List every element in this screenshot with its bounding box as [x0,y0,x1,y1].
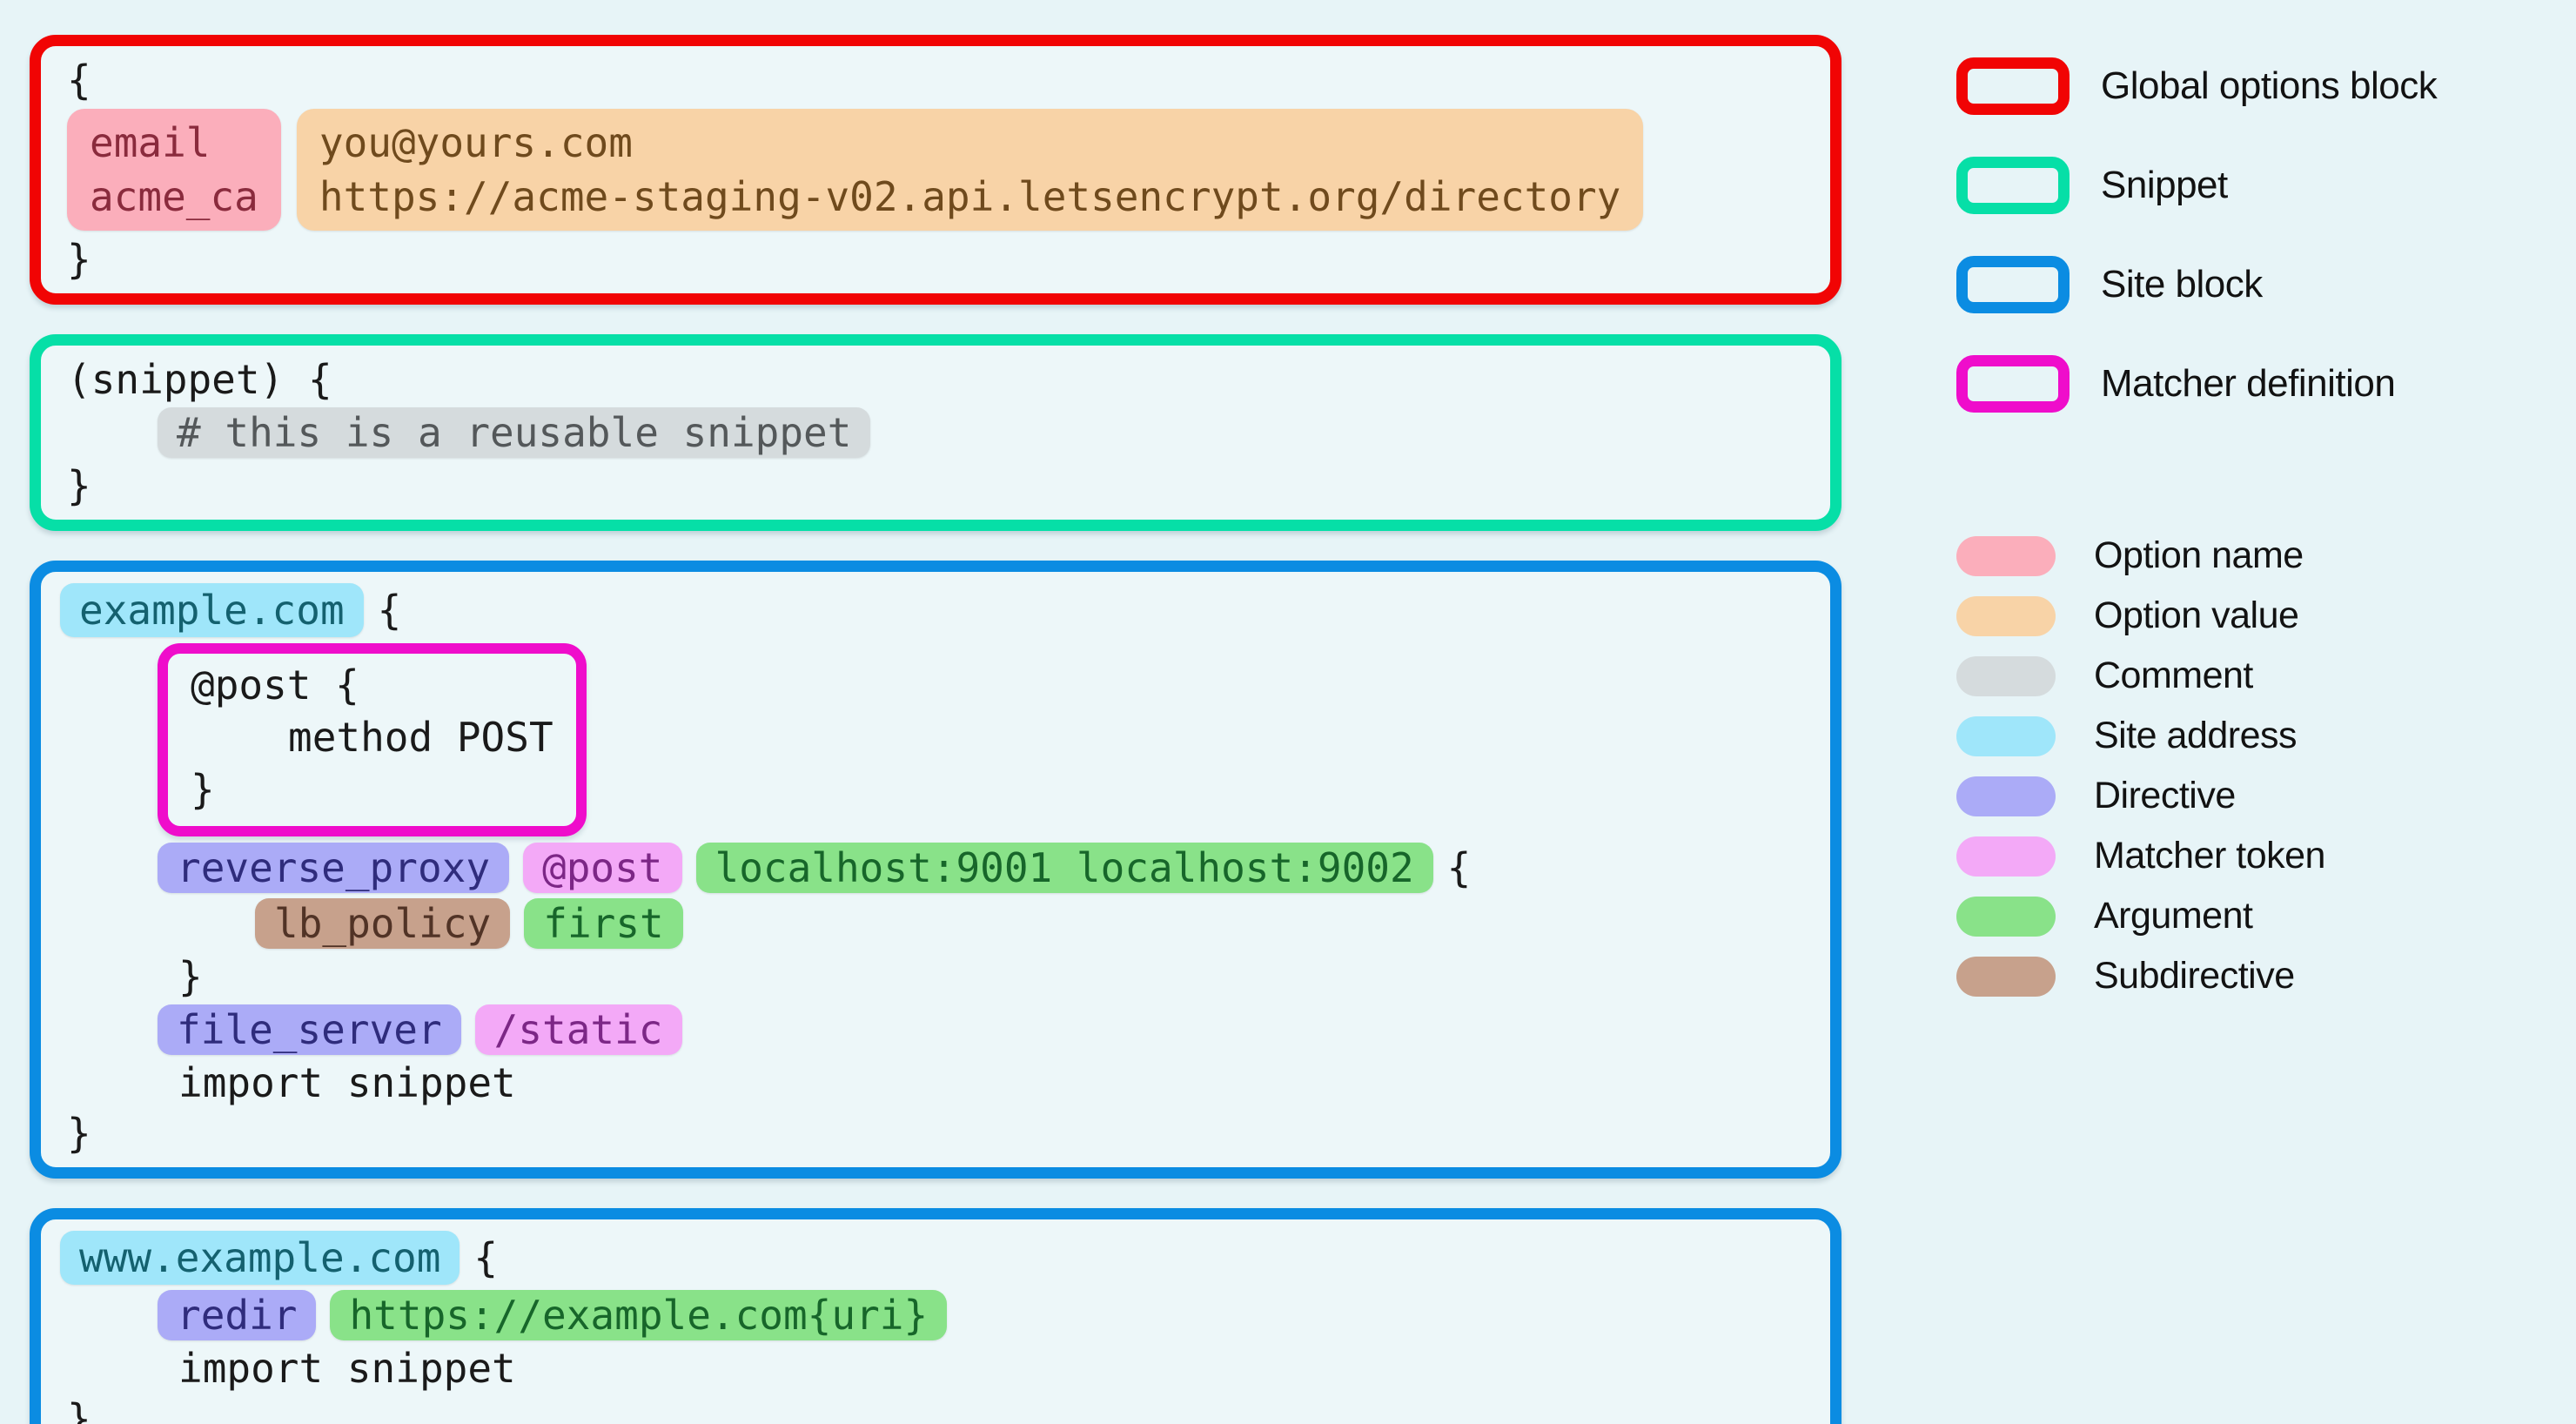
site1-address-row: example.com { [60,581,1804,640]
legend-label: Global options block [2101,64,2438,107]
global-open-brace: { [67,57,91,104]
comment-token: # this is a reusable snippet [158,407,871,458]
argument-token-first: first [524,898,683,949]
site1-close-brace: } [67,1110,91,1157]
legend-item-site-block: Site block [1956,256,2437,313]
redir-row: redir https://example.com{uri} [158,1287,1804,1343]
option-name-acme-ca: acme_ca [90,173,258,220]
legend-label: Option name [2094,534,2304,576]
matcher-close-brace: } [191,766,215,813]
legend: Global options block Snippet Site block … [1956,57,2438,1015]
matcher-body: method POST [288,714,553,761]
snippet-close-brace: } [67,462,91,509]
site-address-token-www: www.example.com [60,1231,460,1285]
site1-import-line: import snippet [178,1059,516,1106]
legend-item-site-address: Site address [1956,715,2437,757]
legend-item-option-name: Option name [1956,534,2437,577]
site-address-swatch [1956,715,2056,756]
legend-label: Site block [2101,263,2263,306]
matcher-token-swatch [1956,836,2056,877]
lb-policy-row: lb_policy first [255,896,1804,951]
legend-item-matcher-definition: Matcher definition [1956,355,2437,413]
legend-label: Snippet [2101,164,2228,206]
legend-item-comment: Comment [1956,655,2437,697]
legend-label: Site address [2094,715,2298,756]
option-value-acme-ca: https://acme-staging-v02.api.letsencrypt… [319,173,1621,220]
site-block-outline-swatch [1956,256,2070,313]
matcher-token-static: /static [474,1004,682,1055]
file-server-row: file_server /static [158,1002,1804,1058]
directive-token-file-server: file_server [158,1004,461,1055]
legend-label: Comment [2094,655,2253,696]
directive-swatch [1956,776,2056,816]
site2-address-row: www.example.com { [60,1228,1804,1287]
matcher-definition-block: @post { method POST } [158,643,587,836]
legend-item-argument: Argument [1956,895,2437,937]
legend-item-option-value: Option value [1956,594,2437,637]
legend-label: Matcher token [2094,835,2325,877]
legend-label: Argument [2094,895,2253,937]
reverse-proxy-open-brace: { [1446,844,1472,891]
site-address-token: example.com [60,583,364,637]
argument-token-redirect-url: https://example.com{uri} [330,1290,948,1340]
snippet-comment-row: # this is a reusable snippet [158,405,1804,460]
option-value-pill: you@yours.com https://acme-staging-v02.a… [296,109,1644,231]
option-name-swatch [1956,535,2056,576]
legend-item-directive: Directive [1956,775,2437,817]
option-name-email: email [90,119,211,166]
global-close-brace: } [67,236,91,283]
site2-import-line: import snippet [178,1345,516,1392]
caddyfile-code-column: { email acme_ca you@yours.com https://ac… [30,35,1841,1424]
legend-block-types: Global options block Snippet Site block … [1956,57,2438,413]
legend-item-snippet: Snippet [1956,157,2437,214]
matcher-header: @post { [191,662,359,709]
legend-label: Directive [2094,775,2236,816]
legend-item-subdirective: Subdirective [1956,955,2437,997]
option-value-email: you@yours.com [319,119,633,166]
matcher-token-post: @post [523,843,682,893]
global-options-block: { email acme_ca you@yours.com https://ac… [30,35,1841,305]
argument-swatch [1956,896,2056,937]
comment-swatch [1956,655,2056,696]
matcher-definition-outline-swatch [1956,355,2070,413]
legend-label: Matcher definition [2101,362,2396,405]
site1-open-brace: { [377,587,402,634]
snippet-header: (snippet) { [67,356,332,403]
legend-item-global-options: Global options block [1956,57,2438,115]
subdirective-swatch [1956,956,2056,997]
option-value-swatch [1956,595,2056,636]
global-options-row: email acme_ca you@yours.com https://acme… [67,109,1804,231]
snippet-block: (snippet) { # this is a reusable snippet… [30,334,1841,531]
legend-label: Subdirective [2094,955,2295,997]
directive-token-redir: redir [158,1290,317,1340]
directive-token-reverse-proxy: reverse_proxy [158,843,510,893]
global-options-outline-swatch [1956,57,2070,115]
reverse-proxy-row: reverse_proxy @post localhost:9001 local… [158,840,1804,896]
site-block-www-example: www.example.com { redir https://example.… [30,1208,1841,1424]
option-name-pill: email acme_ca [67,109,281,231]
site-block-example: example.com { @post { method POST } reve… [30,561,1841,1179]
site2-open-brace: { [473,1234,499,1281]
legend-label: Option value [2094,594,2299,636]
argument-token-upstreams: localhost:9001 localhost:9002 [695,843,1433,893]
reverse-proxy-close-brace: } [178,953,203,1000]
site2-close-brace: } [67,1395,91,1424]
legend-token-types: Option name Option value Comment Site ad… [1956,534,2437,997]
subdirective-token-lb-policy: lb_policy [255,898,511,949]
legend-item-matcher-token: Matcher token [1956,835,2437,877]
snippet-outline-swatch [1956,157,2070,214]
